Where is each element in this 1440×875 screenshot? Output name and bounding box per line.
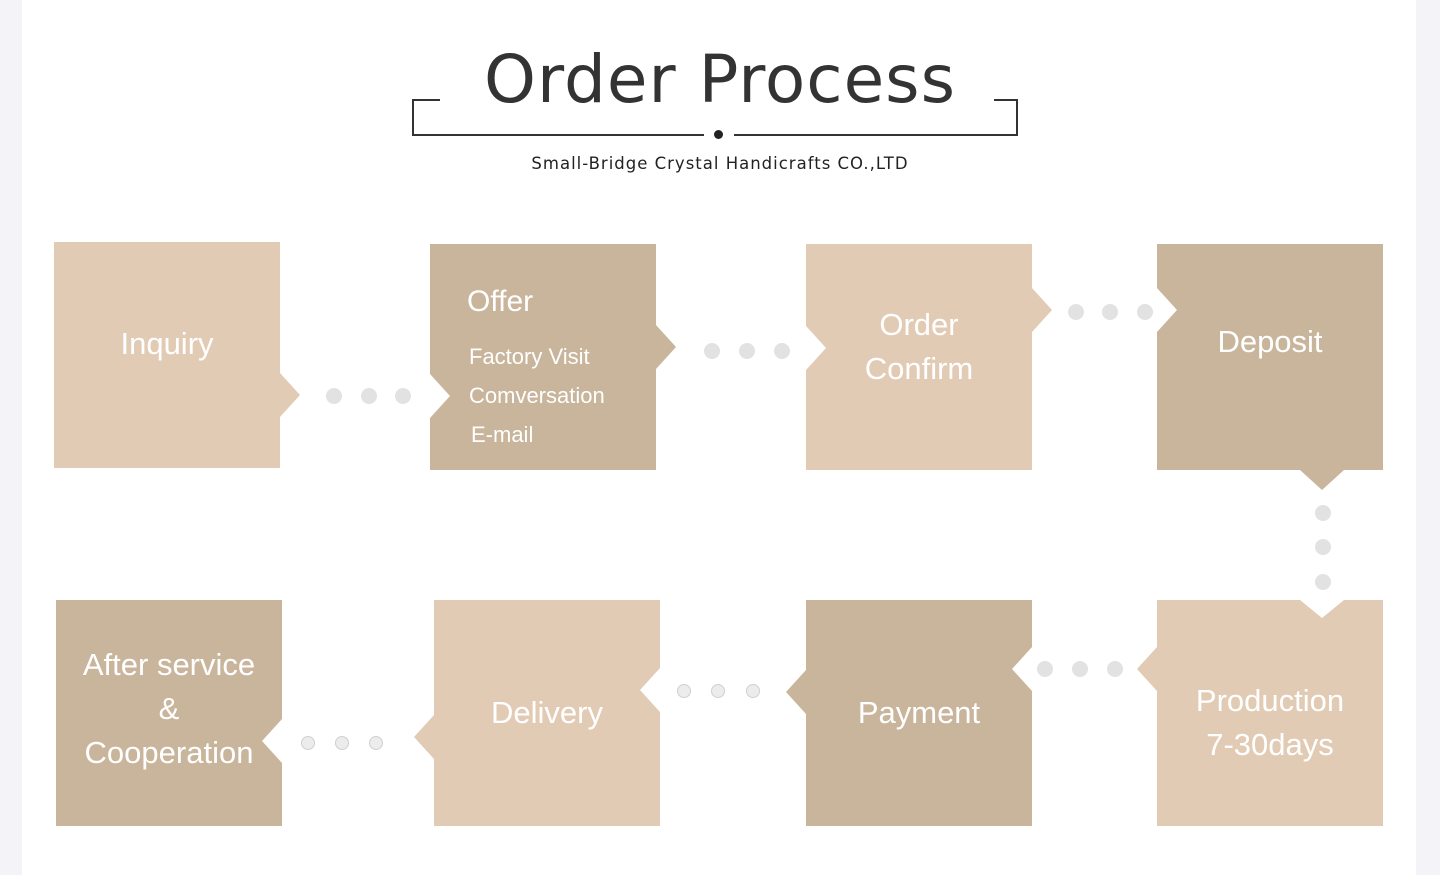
arrow-notch-down <box>1300 470 1344 490</box>
step-label: Deposit <box>1217 324 1323 359</box>
step-label-line: Order <box>879 307 959 342</box>
arrow-notch-in-left <box>640 668 660 712</box>
offer-detail: E-mail <box>471 422 534 447</box>
connector-dot <box>1315 574 1331 590</box>
step-production: Production 7-30days <box>1157 600 1383 826</box>
connector-dot <box>395 388 411 404</box>
arrow-notch-left <box>1137 647 1157 691</box>
connector-dot <box>1107 661 1123 677</box>
title-frame-bottom-right <box>734 134 1018 136</box>
title-frame-left-side <box>412 99 414 136</box>
connector-dot <box>326 388 342 404</box>
page-title: Order Process <box>484 41 956 118</box>
connector-dot <box>746 684 760 698</box>
title-frame-left-top <box>412 99 440 101</box>
step-label-line: Production <box>1195 683 1345 718</box>
connector-dot <box>1068 304 1084 320</box>
arrow-notch <box>1032 288 1052 332</box>
connector-dot <box>1315 539 1331 555</box>
step-payment: Payment <box>806 600 1032 826</box>
step-deposit: Deposit <box>1157 244 1383 470</box>
step-label-line: Cooperation <box>84 735 254 770</box>
arrow-notch-left <box>786 670 806 714</box>
arrow-notch-in <box>1157 288 1177 332</box>
arrow-notch-in <box>806 326 826 370</box>
step-delivery: Delivery <box>434 600 660 826</box>
offer-detail: Factory Visit <box>469 344 590 369</box>
connector-dot <box>361 388 377 404</box>
step-label: Delivery <box>491 695 603 730</box>
arrow-notch <box>280 373 300 417</box>
title-frame-right-top <box>994 99 1018 101</box>
step-label: Inquiry <box>120 326 214 361</box>
step-order-confirm: Order Confirm <box>806 244 1032 470</box>
title-frame-right-side <box>1016 99 1018 136</box>
arrow-notch-in-down <box>1300 600 1344 618</box>
connector-dot <box>704 343 720 359</box>
step-label-line: 7-30days <box>1206 727 1334 762</box>
connector-dot <box>1037 661 1053 677</box>
step-label-line: After service <box>82 647 256 682</box>
title-frame-bottom-left <box>412 134 704 136</box>
company-subtitle: Small-Bridge Crystal Handicrafts CO.,LTD <box>531 154 909 173</box>
step-label-line: Confirm <box>864 351 974 386</box>
step-label-line: & <box>158 691 180 726</box>
arrow-notch-in <box>430 374 450 418</box>
connector-dot <box>739 343 755 359</box>
connector-dot <box>369 736 383 750</box>
connector-dot <box>677 684 691 698</box>
step-label: Offer <box>467 285 534 318</box>
connector-dot <box>1315 505 1331 521</box>
arrow-notch-in-left <box>262 719 282 763</box>
connector-dot <box>774 343 790 359</box>
connector-dot <box>1072 661 1088 677</box>
connector-dot <box>301 736 315 750</box>
offer-detail: Comversation <box>469 383 605 408</box>
arrow-notch <box>656 325 676 369</box>
connector-dot <box>335 736 349 750</box>
arrow-notch-in-left <box>1012 647 1032 691</box>
connector-dot <box>1102 304 1118 320</box>
title-frame-center-dot <box>714 130 723 139</box>
connector-dot <box>1137 304 1153 320</box>
step-after-service: After service & Cooperation <box>56 600 282 826</box>
step-offer: Offer Factory Visit Comversation E-mail <box>430 244 656 470</box>
step-label: Payment <box>857 695 981 730</box>
arrow-notch-left <box>414 715 434 759</box>
step-inquiry: Inquiry <box>54 242 280 468</box>
connector-dot <box>711 684 725 698</box>
